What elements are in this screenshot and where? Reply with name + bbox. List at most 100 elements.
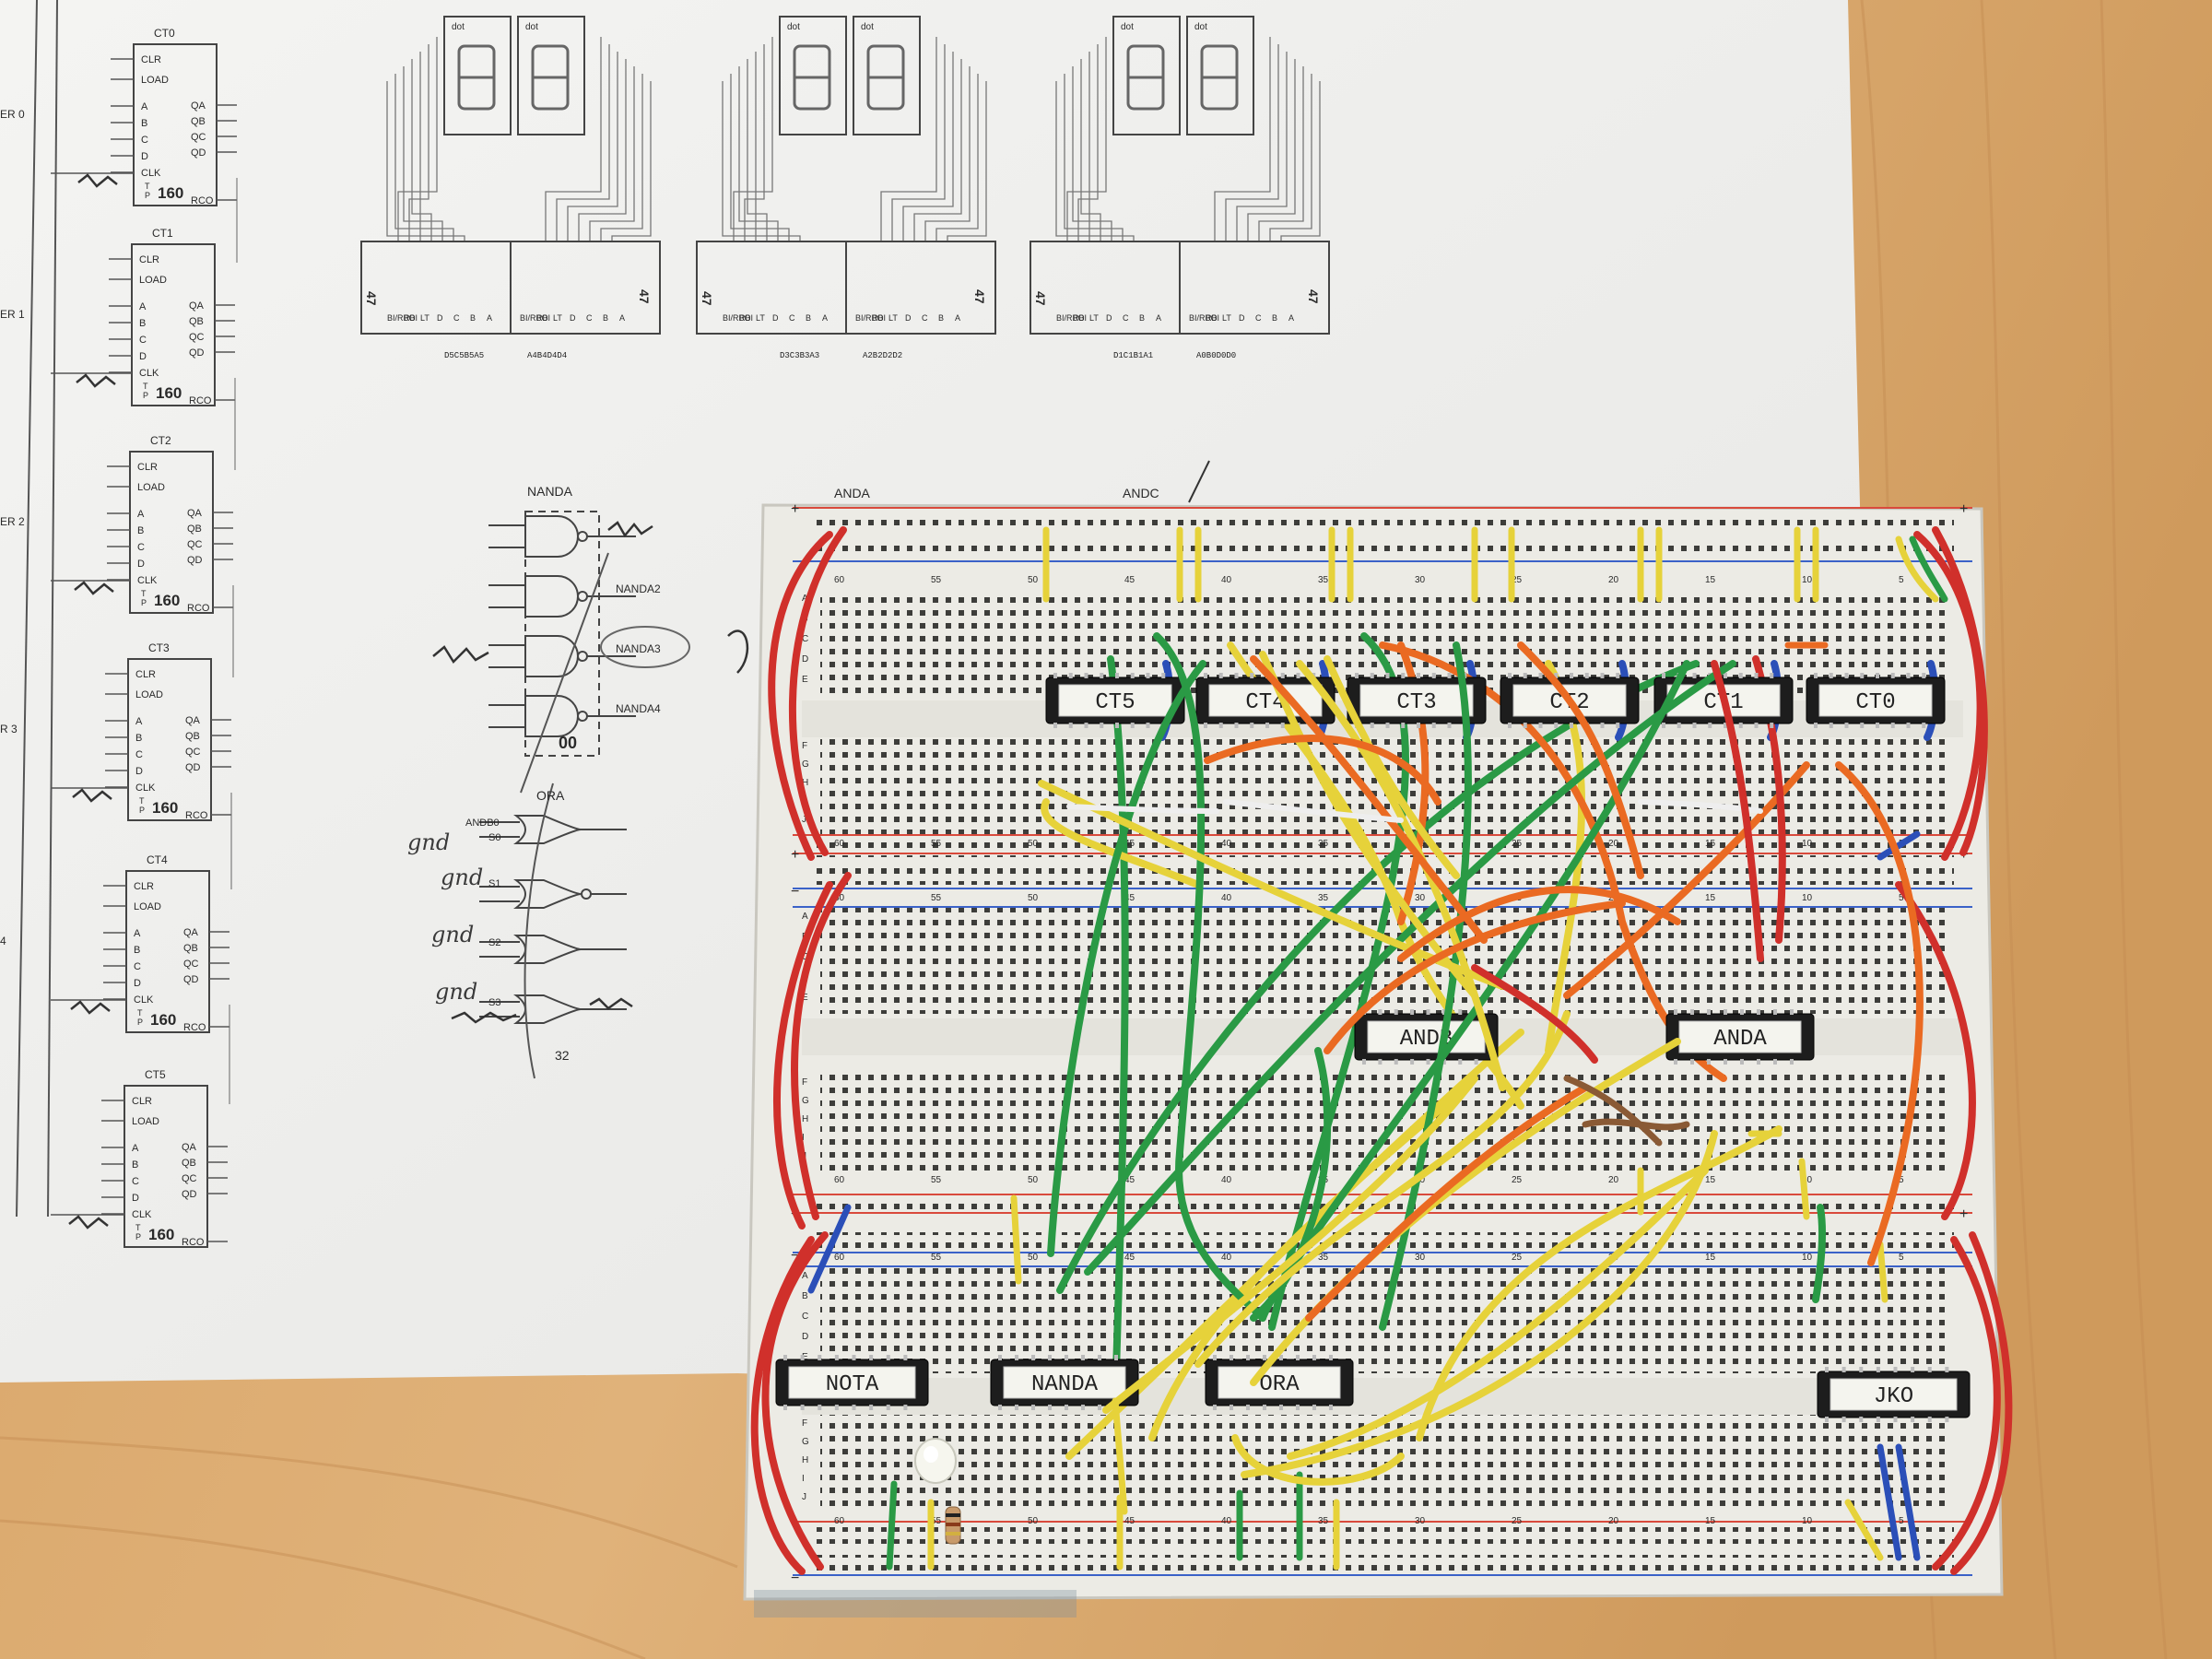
counter-name: CT2: [150, 434, 171, 447]
counter-pin-label: B: [141, 118, 147, 129]
ic-pin: [1554, 723, 1559, 728]
ic-chip: CT0: [1806, 673, 1946, 728]
ic-pin: [1213, 1355, 1217, 1360]
counter-pin-label: RCO: [187, 603, 210, 614]
ic-pin: [852, 1355, 856, 1360]
counter-pin-label: QB: [189, 316, 204, 327]
counter-pin-label: QC: [183, 959, 199, 970]
ic-pin: [1250, 673, 1254, 678]
ic-pin: [1790, 1059, 1794, 1065]
chip-label-text: JKO: [1874, 1384, 1913, 1409]
row-letter: H: [802, 1455, 808, 1465]
bus-wire: [880, 37, 937, 241]
ic-pin: [1757, 1009, 1760, 1015]
ic-pin: [1860, 723, 1865, 728]
ic-pin: [1754, 673, 1759, 678]
decoder-pin-label: BI/RBO: [1056, 313, 1085, 323]
decoder-part-number: 47: [700, 291, 714, 306]
ic-pin: [1890, 673, 1895, 678]
ic-pin: [1754, 723, 1759, 728]
decoder-pin-label: C: [789, 313, 795, 323]
decoder-bus-label: D1C1B1A1: [1113, 351, 1153, 360]
row-letter: A: [802, 594, 808, 604]
ic-pin: [1230, 1355, 1233, 1360]
or-title: ORA: [536, 788, 565, 803]
ic-pin: [1279, 1405, 1283, 1410]
decoder-pin-label: C: [1255, 313, 1262, 323]
counter-pin-label: CLK: [134, 994, 154, 1006]
ic-pin: [1401, 723, 1406, 728]
ic-chip: CT2: [1500, 673, 1640, 728]
ic-pin: [1370, 723, 1374, 728]
counter-part-number: 160: [152, 799, 178, 817]
counter-en-label: T: [143, 382, 148, 391]
rail-plus-sign: +: [791, 847, 799, 863]
decoder-part-number: 47: [637, 289, 652, 304]
counter-pin-label: CLK: [135, 782, 156, 794]
column-number: 40: [1221, 575, 1232, 585]
jumper-wire: [1416, 1125, 1783, 1441]
column-number: 25: [1512, 575, 1523, 585]
counter-pin-label: B: [135, 733, 142, 744]
decoder-pin-label: B: [806, 313, 811, 323]
ic-chip: NOTA: [775, 1355, 929, 1410]
jumper-wire: [1909, 535, 1948, 603]
ic-pin: [1770, 723, 1774, 728]
ic-pin: [1370, 673, 1374, 678]
jumper-wire: [1895, 881, 1976, 1220]
ic-pin: [1100, 723, 1104, 728]
decoder-pin-label: A: [1156, 313, 1161, 323]
bus-wire: [738, 66, 779, 241]
schematic-drawing: [16, 0, 58, 1218]
ic-pin: [1378, 1009, 1382, 1015]
counter-pin-label: CLR: [135, 669, 156, 680]
counter-pin-label: QA: [182, 1142, 197, 1153]
jumper-wire: [1950, 1231, 2013, 1575]
handwritten-scribble: [68, 1215, 109, 1230]
column-number: 10: [1802, 575, 1813, 585]
ic-pin: [1584, 673, 1589, 678]
row-letter: E: [802, 1352, 808, 1362]
ic-pin: [1707, 1009, 1711, 1015]
bus-wire: [394, 74, 454, 241]
jumper-wire: [1895, 1443, 1921, 1561]
handwritten-gnd: gnd: [435, 979, 477, 1005]
column-number: 15: [1705, 1175, 1716, 1185]
column-number: 45: [1124, 1253, 1135, 1263]
counter-pin-label: LOAD: [141, 75, 169, 86]
bus-wire: [935, 74, 979, 241]
row-letter: D: [802, 1332, 808, 1342]
ic-pin: [903, 1355, 908, 1360]
row-letter: F: [802, 1077, 807, 1088]
ic-pin: [1927, 1417, 1932, 1422]
ic-pin: [1296, 1405, 1300, 1410]
decoder-pin-label: B: [603, 313, 608, 323]
handwritten-scribble: [77, 173, 118, 188]
bus-wire: [411, 59, 432, 241]
bus-wire: [902, 52, 954, 241]
ic-pin: [1523, 673, 1527, 678]
counter-pin-label: C: [139, 335, 147, 346]
bus-wire: [1280, 81, 1321, 241]
bus-wire: [1072, 66, 1112, 241]
counter-pin-label: QA: [187, 508, 203, 519]
ic-pin: [783, 1405, 787, 1410]
counter-pin-label: QC: [182, 1173, 197, 1184]
board-top-label: ANDA: [834, 486, 871, 500]
ic-pin: [1570, 723, 1573, 728]
counter-pin-label: QC: [187, 539, 203, 550]
ic-pin: [1876, 1367, 1880, 1372]
decoder-pin-label: RBI: [872, 313, 886, 323]
column-number: 15: [1705, 839, 1716, 849]
handwritten-scribble: [74, 581, 114, 595]
ic-pin: [1410, 1009, 1415, 1015]
column-number: 35: [1318, 1253, 1329, 1263]
ic-pin: [1841, 1417, 1846, 1422]
bus-wire: [578, 59, 627, 241]
ic-pin: [1906, 673, 1911, 678]
ic-pin: [1426, 1059, 1430, 1065]
ic-pin: [1065, 1405, 1068, 1410]
ic-pin: [1218, 723, 1223, 728]
ic-pin: [1740, 1059, 1744, 1065]
